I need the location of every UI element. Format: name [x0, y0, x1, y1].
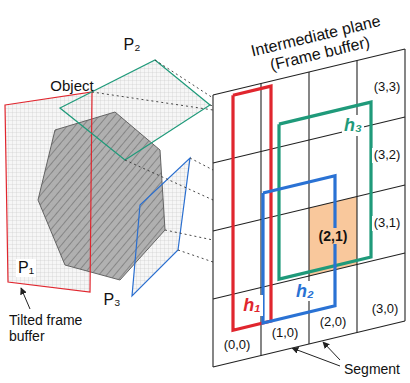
segment-index: (3,3): [372, 80, 403, 95]
p3-outline: [132, 158, 190, 296]
tilted-buffer-label: Tilted frame buffer: [9, 312, 101, 344]
buffer-label: P₃: [103, 291, 120, 309]
buffer-label: P₁: [16, 259, 36, 277]
region-label: h₃: [342, 115, 364, 136]
projection-lines: [92, 60, 213, 262]
segment-index: (2,1): [317, 228, 350, 244]
segment-index: (1,0): [270, 326, 301, 341]
segment-border: [213, 185, 405, 231]
region-label: h₂: [294, 281, 316, 302]
h1-region: [233, 86, 271, 330]
object-label: Object: [50, 77, 93, 94]
h3-region: [279, 102, 371, 279]
segment-index: (3,1): [372, 216, 403, 231]
leader-line: [21, 288, 30, 309]
object-shape: [38, 112, 165, 280]
leader-line: [323, 342, 340, 360]
h2-region: [263, 176, 335, 323]
p1-outline: [5, 92, 92, 292]
intermediate-plane: [213, 49, 405, 367]
segment-index: (3,0): [370, 302, 401, 317]
segment-label: Segment: [344, 361, 400, 377]
segment-border: [213, 117, 405, 163]
plane-face: [213, 49, 405, 367]
segment-index: (2,0): [318, 315, 349, 330]
region-label: h₁: [241, 295, 262, 316]
segment-index: (3,2): [372, 148, 403, 163]
segment-index: (0,0): [222, 338, 253, 353]
buffer-label: P₂: [124, 36, 141, 54]
highlighted-segment: [309, 196, 357, 276]
p2-outline: [60, 60, 210, 160]
leader-line: [292, 348, 340, 366]
